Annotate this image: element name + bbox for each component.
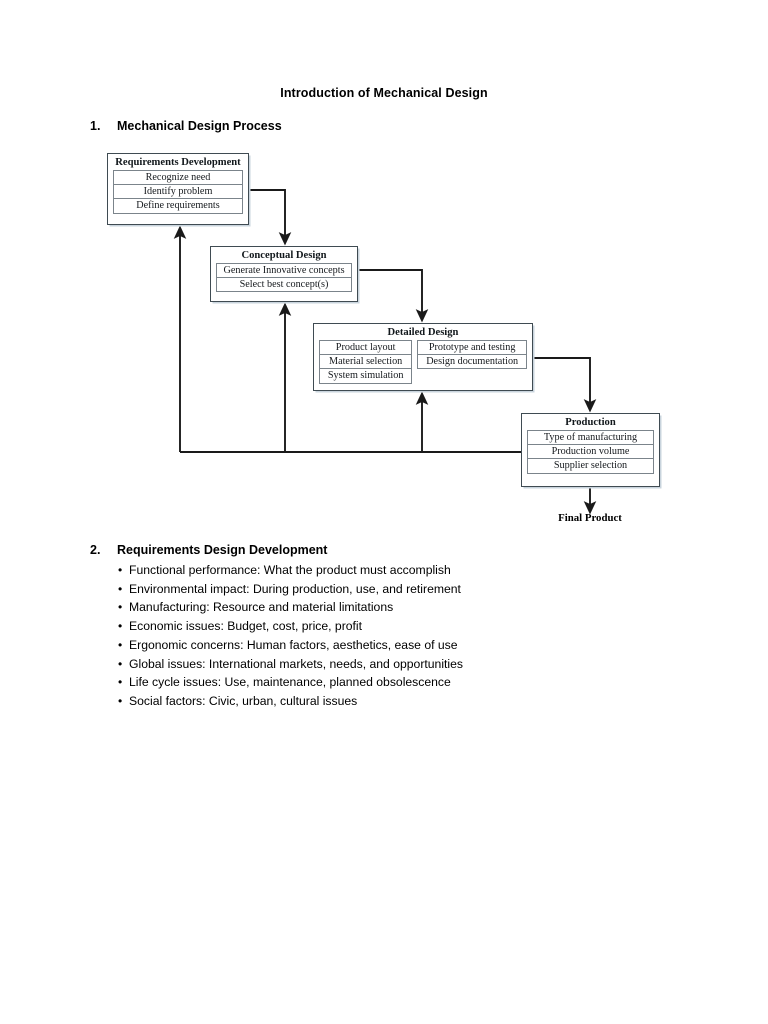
flowchart-connectors [173,189,597,515]
list-item: • Economic issues: Budget, cost, price, p… [118,617,678,636]
list-item-text: Economic issues: Budget, cost, price, pr… [129,619,363,634]
bullet-icon: • [118,656,123,671]
bullet-icon: • [118,563,123,577]
bullet-icon: • [118,675,123,690]
flow-node-column: Prototype and testing Design documentati… [417,340,528,384]
flow-node-body: Type of manufacturing Production volume … [522,430,659,479]
connector-requirements-to-conceptual [249,189,292,246]
connector-conceptual-to-detailed [358,269,429,323]
flow-node-title: Conceptual Design [241,250,327,261]
flow-subitem: Material selection [319,354,413,369]
flow-node-requirements-development: Requirements Development Recognize need … [107,153,249,225]
final-product-label: Final Product [558,512,622,524]
flow-subitem: Select best concept(s) [216,277,352,292]
flow-subitem: Product layout [319,340,413,355]
bullet-icon: • [118,581,123,596]
flow-node-column: Recognize need Identify problem Define r… [113,170,243,214]
flow-node-column: Product layout Material selection System… [319,340,413,384]
section-number-1: 1. [90,119,101,133]
list-item: • Global issues: International markets, n… [118,655,678,674]
section-heading-2: 2. Requirements Design Development [90,543,327,557]
flow-subitem: System simulation [319,369,413,384]
list-item: • Ergonomic concerns: Human factors, aest… [118,636,678,655]
page-title: Introduction of Mechanical Design [280,86,488,100]
flow-node-title: Requirements Development [115,157,241,168]
section-title-1: Mechanical Design Process [117,119,282,133]
flow-subitem: Define requirements [113,199,243,214]
flow-subitem-spacer [417,369,527,384]
flow-subitem: Type of manufacturing [527,430,654,445]
list-item: • Functional performance: What the produc… [118,561,678,580]
list-item-text: Environmental impact: During production,… [129,581,461,596]
bullet-icon: • [118,637,123,652]
list-item-text: Functional performance: What the product… [129,563,451,577]
bullet-icon: • [118,693,123,708]
bullet-icon: • [118,619,123,634]
flow-subitem: Recognize need [113,170,243,185]
list-item-text: Life cycle issues: Use, maintenance, pla… [129,675,451,690]
flow-subitem: Prototype and testing [417,340,528,355]
flow-node-body: Product layout Material selection System… [314,340,532,389]
requirements-bullet-list: • Functional performance: What the produc… [118,561,678,711]
list-item-text: Ergonomic concerns: Human factors, aesth… [129,637,458,652]
flow-node-column: Type of manufacturing Production volume … [527,430,654,474]
list-item-text: Global issues: International markets, ne… [129,656,463,671]
flow-node-title: Production [565,417,616,428]
flow-subitem: Supplier selection [527,459,654,474]
flow-node-body: Generate Innovative concepts Select best… [211,263,357,297]
flow-node-conceptual-design: Conceptual Design Generate Innovative co… [210,246,358,302]
flow-subitem: Identify problem [113,184,243,199]
section-title-2: Requirements Design Development [117,543,328,557]
flow-node-title: Detailed Design [387,327,459,338]
section-number-2: 2. [90,543,101,557]
flow-node-production: Production Type of manufacturing Product… [521,413,660,487]
list-item-text: Manufacturing: Resource and material lim… [129,600,394,615]
list-item: • Manufacturing: Resource and material li… [118,598,678,617]
flow-subitem: Production volume [527,444,654,459]
mechanical-design-process-flowchart: Requirements Development Recognize need … [107,153,660,524]
section-heading-1: 1. Mechanical Design Process [90,119,282,133]
flow-node-column: Generate Innovative concepts Select best… [216,263,352,292]
list-item: • Social factors: Civic, urban, cultural … [118,692,678,711]
list-item-text: Social factors: Civic, urban, cultural i… [129,693,358,708]
connector-detailed-to-production [533,357,597,413]
flow-subitem: Generate Innovative concepts [216,263,352,278]
flow-node-body: Recognize need Identify problem Define r… [108,170,248,219]
list-item: • Environmental impact: During production… [118,580,678,599]
bullet-icon: • [118,600,123,615]
flow-subitem: Design documentation [417,354,528,369]
list-item: • Life cycle issues: Use, maintenance, pl… [118,673,678,692]
flow-node-detailed-design: Detailed Design Product layout Material … [313,323,533,391]
